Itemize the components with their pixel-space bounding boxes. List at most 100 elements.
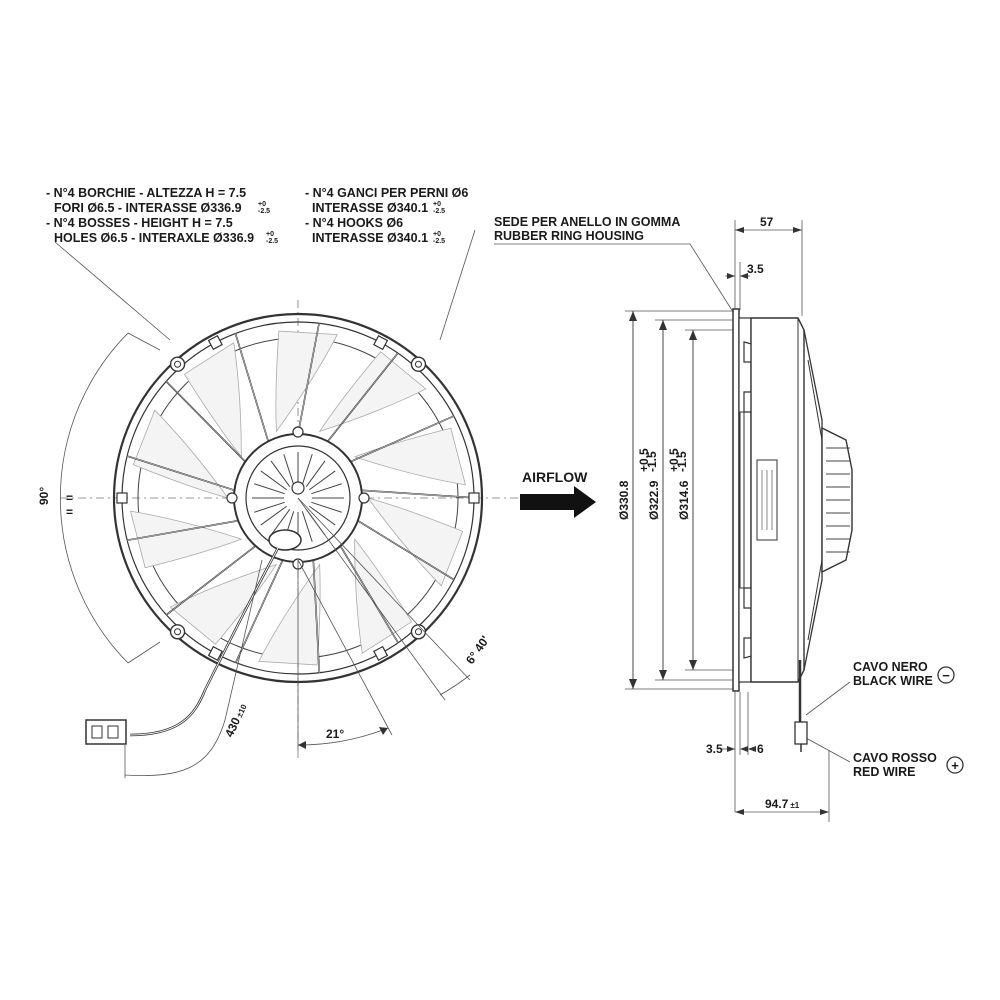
note-bosses-it-2: FORI Ø6.5 - INTERASSE Ø336.9: [54, 201, 242, 215]
hub-rib: [309, 470, 336, 491]
frame-clip: [116, 492, 128, 504]
hub-screw-right: [358, 492, 370, 504]
hub-rib: [301, 454, 313, 485]
fan-blade: [354, 537, 413, 654]
bosses-leader: [54, 241, 171, 341]
frame-flange: [732, 308, 740, 692]
angle-6-40-label: 6° 40': [463, 633, 492, 667]
fan-blade: [258, 563, 321, 666]
hub-rib: [311, 501, 342, 513]
hooks-leader: [439, 229, 476, 341]
wire-terminal: [794, 721, 808, 745]
hub-rib: [309, 505, 336, 526]
cable-length-label: 430±10: [222, 701, 250, 739]
note-hooks-it-2: INTERASSE Ø340.1: [312, 201, 428, 215]
svg-text:+: +: [951, 758, 959, 773]
total-depth-label: 94.7±1: [765, 797, 800, 811]
fan-blade: [132, 409, 230, 499]
angle-90-label: 90°: [37, 487, 51, 505]
mounting-boss: [410, 356, 427, 372]
airflow-arrow: [520, 486, 596, 518]
motor-fins: [826, 447, 850, 553]
offset-6-label: 6: [757, 742, 764, 756]
svg-text:-2.5: -2.5: [433, 238, 445, 245]
motor-hub-inner: [245, 445, 351, 551]
notes-bosses: - N°4 BORCHIE - ALTEZZA H = 7.5 FORI Ø6.…: [46, 186, 278, 245]
svg-text:-2.5: -2.5: [433, 208, 445, 215]
fan-blade: [275, 330, 338, 433]
svg-text:+0: +0: [433, 201, 441, 208]
svg-text:-2.5: -2.5: [266, 238, 278, 245]
hub-screw-top: [292, 426, 304, 438]
hub-rib: [254, 501, 285, 513]
hub-logo: [291, 481, 305, 495]
note-bosses-it-1: - N°4 BORCHIE - ALTEZZA H = 7.5: [46, 186, 246, 200]
svg-text:=: =: [66, 505, 73, 519]
note-bosses-en-2: HOLES Ø6.5 - INTERAXLE Ø336.9: [54, 231, 254, 245]
notes-rubber: SEDE PER ANELLO IN GOMMA RUBBER RING HOU…: [494, 215, 736, 316]
frame-clip: [373, 645, 389, 661]
wire-labels: CAVO NERO BLACK WIRE − CAVO ROSSO RED WI…: [853, 660, 964, 779]
fan-blade: [183, 342, 242, 459]
hub-rib: [260, 505, 287, 526]
red-wire-en: RED WIRE: [853, 765, 916, 779]
positive-symbol: [946, 756, 964, 774]
svg-text:+0: +0: [266, 231, 274, 238]
front-view: 90° = = 21° 6° 40' 430±10: [37, 229, 540, 778]
hub-rib: [260, 470, 287, 491]
note-bosses-en-1: - N°4 BOSSES - HEIGHT H = 7.5: [46, 216, 233, 230]
svg-text:+0: +0: [433, 231, 441, 238]
hub-rib: [270, 509, 291, 536]
angle-90-arc: [60, 332, 129, 664]
offset-3-5-bottom-label: 3.5: [706, 742, 723, 756]
black-wire-en: BLACK WIRE: [853, 674, 933, 688]
angle-21-label: 21°: [326, 727, 344, 741]
dia-322-label: Ø322.9: [647, 480, 661, 520]
svg-text:−: −: [942, 668, 950, 683]
fan-blades: [129, 330, 467, 666]
hub-rib: [254, 483, 285, 495]
hub-rib: [301, 511, 313, 542]
note-rubber-en: RUBBER RING HOUSING: [494, 229, 644, 243]
hub-rib: [283, 454, 295, 485]
depth-57-label: 57: [760, 215, 774, 229]
frame-clip: [207, 645, 223, 661]
frame-clip: [373, 335, 389, 351]
hub-rib: [311, 483, 342, 495]
hub-cable-outlet: [268, 529, 302, 551]
black-wire-it: CAVO NERO: [853, 660, 928, 674]
rubber-leader: [494, 243, 736, 316]
svg-text:-2.5: -2.5: [258, 208, 270, 215]
hub-screw-left: [226, 492, 238, 504]
svg-text:+0.5: +0.5: [667, 448, 681, 472]
note-rubber-it: SEDE PER ANELLO IN GOMMA: [494, 215, 680, 229]
side-view: Ø330.8 Ø322.9 +0.5 -1.5 Ø314.6 +0.5 -1.5…: [617, 215, 853, 822]
fan-blade: [129, 510, 243, 569]
svg-text:-1.5: -1.5: [645, 451, 659, 472]
negative-symbol: [937, 666, 955, 684]
mounting-boss: [169, 624, 186, 640]
notes-hooks: - N°4 GANCI PER PERNI Ø6 INTERASSE Ø340.…: [305, 186, 468, 245]
dia-314-label: Ø314.6: [677, 480, 691, 520]
rear-spider: [803, 329, 823, 671]
note-hooks-en-2: INTERASSE Ø340.1: [312, 231, 428, 245]
note-hooks-en-1: - N°4 HOOKS Ø6: [305, 216, 403, 230]
note-hooks-it-1: - N°4 GANCI PER PERNI Ø6: [305, 186, 468, 200]
hub-rib: [305, 460, 326, 487]
mounting-boss: [169, 356, 186, 372]
fan-blade: [318, 351, 427, 433]
airflow-indicator: AIRFLOW: [520, 469, 596, 518]
fan-blade: [366, 497, 464, 587]
red-wire-it: CAVO ROSSO: [853, 751, 937, 765]
fan-blade: [353, 427, 467, 486]
mounting-bosses: [116, 335, 480, 661]
cable-connector: [85, 719, 127, 745]
svg-text:=: =: [66, 491, 73, 505]
svg-text:-1.5: -1.5: [675, 451, 689, 472]
svg-text:+0.5: +0.5: [637, 448, 651, 472]
offset-3-5-top-label: 3.5: [747, 262, 764, 276]
dia-330-label: Ø330.8: [617, 480, 631, 520]
frame-clip: [207, 335, 223, 351]
svg-text:+0: +0: [258, 201, 266, 208]
